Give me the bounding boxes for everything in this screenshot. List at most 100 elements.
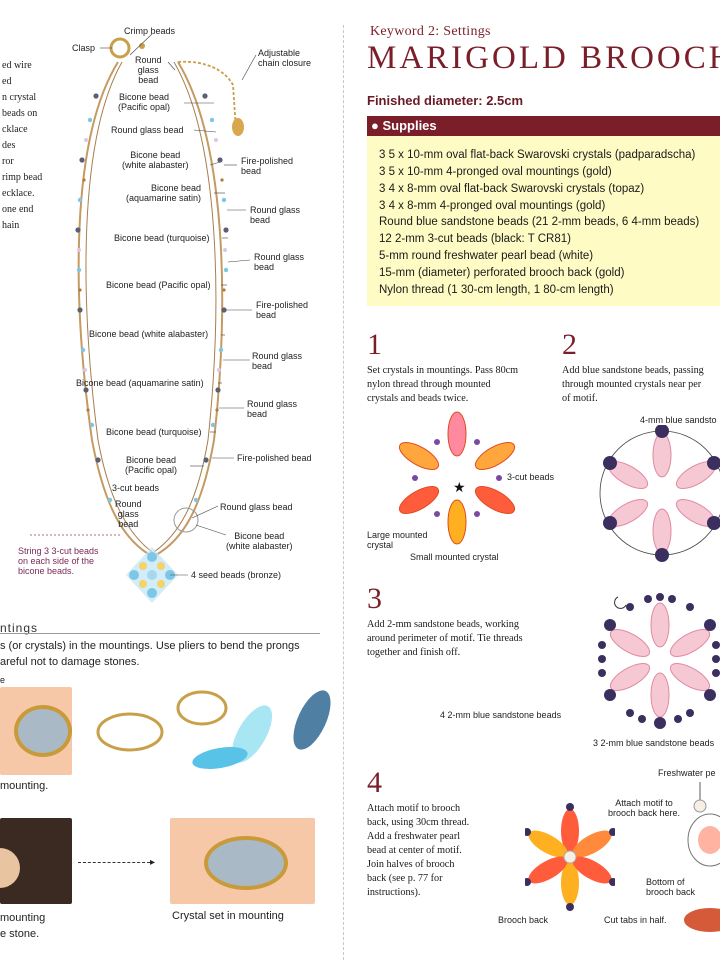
left-edge-line: n crystal <box>2 92 37 103</box>
label-line: Bicone bead <box>234 531 285 541</box>
label-bicone-pacific-1: Bicone bead (Pacific opal) <box>118 92 170 112</box>
label-4-2mm-blue: 4 2-mm blue sandstone beads <box>440 710 562 720</box>
step-1-text: Set crystals in mountings. Pass 80cm nyl… <box>367 364 547 406</box>
label-round-glass-1: Round glass bead <box>111 125 184 135</box>
label-line: Bicone bead <box>125 455 177 465</box>
supplies-bar <box>367 116 720 136</box>
left-edge-line: rimp bead <box>2 172 43 183</box>
label-line: Bicone bead <box>130 150 181 160</box>
keyword-label: Keyword 2: Settings <box>370 24 491 39</box>
settings-text-2: areful not to damage stones. <box>0 656 140 668</box>
label-round-glass-top: Round glass bead <box>135 55 162 85</box>
step-1-number: 1 <box>367 328 382 361</box>
label-line: glass <box>137 65 159 75</box>
step-2-number: 2 <box>562 328 577 361</box>
label-fire-polished-3: Fire-polished bead <box>237 453 312 463</box>
left-edge-line: ecklace. <box>2 188 35 199</box>
label-bicone-white-3: Bicone bead (white alabaster) <box>226 531 293 551</box>
brooch-side-diagram <box>684 782 720 932</box>
label-small-mounted: Small mounted crystal <box>410 552 499 562</box>
necklace-illustration <box>30 33 257 603</box>
settings-heading: ntings <box>0 621 39 635</box>
supply-item: 3 4 x 8-mm oval flat-back Swarovski crys… <box>379 183 645 195</box>
label-line: glass <box>117 509 139 519</box>
label-crimp-beads: Crimp beads <box>124 26 176 36</box>
label-line: Attach motif to <box>615 798 673 808</box>
label-bicone-aqua-2: Bicone bead (aquamarine satin) <box>76 378 204 388</box>
label-3-cut-beads-diagram: 3-cut beads <box>507 472 555 482</box>
left-edge-line: beads on <box>2 108 38 119</box>
step-line: Add a freshwater pearl <box>367 831 461 842</box>
note-line: String 3 3-cut beads <box>18 546 99 556</box>
label-line: Bottom of <box>646 877 685 887</box>
step-3-number: 3 <box>367 582 382 615</box>
step-3-diagram <box>598 593 720 729</box>
photo-crystal-set <box>170 818 315 904</box>
caption-mounting-2: mounting <box>0 912 46 924</box>
step-line: Join halves of brooch <box>367 859 455 870</box>
label-round-glass-r5: Round glass bead <box>220 502 293 512</box>
caption-stone: e stone. <box>0 928 40 940</box>
mounting-parts-illustration <box>96 690 331 769</box>
settings-tiny-label: e <box>0 675 6 685</box>
step-line: around perimeter of motif. Tie threads <box>367 633 523 644</box>
label-line: Round glass <box>250 205 301 215</box>
label-large-mounted: Large mounted crystal <box>367 530 428 550</box>
label-bicone-white-1: Bicone bead (white alabaster) <box>122 150 189 170</box>
left-edge-line: ed <box>2 76 12 87</box>
label-attach-motif: Attach motif to brooch back here. <box>608 798 680 818</box>
step-line: Add 2-mm sandstone beads, working <box>367 619 519 630</box>
label-line: bead <box>247 409 268 419</box>
caption-crystal-set: Crystal set in mounting <box>172 910 284 922</box>
left-edge-line: ed wire <box>2 60 32 71</box>
label-clasp: Clasp <box>72 43 96 53</box>
note-line: on each side of the <box>18 556 95 566</box>
supplies-label: ● Supplies <box>371 118 437 133</box>
label-line: (Pacific opal) <box>118 102 171 112</box>
label-seed-beads: 4 seed beads (bronze) <box>191 570 282 580</box>
label-round-glass-r1: Round glass bead <box>250 205 300 225</box>
label-line: bead <box>138 75 159 85</box>
label-line: (Pacific opal) <box>125 465 178 475</box>
label-bicone-turquoise-1: Bicone bead (turquoise) <box>114 233 210 243</box>
step-line: nylon thread through mounted <box>367 379 491 390</box>
label-line: Round <box>135 55 162 65</box>
label-round-glass-r3: Round glass bead <box>252 351 302 371</box>
supply-item: 3 4 x 8-mm 4-pronged oval mountings (gol… <box>379 200 606 212</box>
supply-item: 3 5 x 10-mm 4-pronged oval mountings (go… <box>379 166 612 178</box>
page-title: MARIGOLD BROOCH <box>367 40 720 76</box>
step-4-number: 4 <box>367 766 382 799</box>
finished-diameter: Finished diameter: 2.5cm <box>367 93 524 108</box>
step-line: Set crystals in mountings. Pass 80cm <box>367 365 519 376</box>
label-line: brooch back <box>646 887 696 897</box>
step-line: back (see p. 77 for <box>367 873 443 884</box>
photo-pliers <box>0 818 72 904</box>
label-line: bead <box>252 361 273 371</box>
step-4-text: Attach motif to brooch back, using 30cm … <box>367 802 507 900</box>
left-edge-line: hain <box>2 220 20 231</box>
step-line: through mounted crystals near per <box>562 379 702 390</box>
supply-item: 15-mm (diameter) perforated brooch back … <box>379 267 625 279</box>
label-line: Round glass <box>254 252 305 262</box>
label-round-glass-r4: Round glass bead <box>247 399 297 419</box>
label-bicone-turquoise-2: Bicone bead (turquoise) <box>106 427 202 437</box>
step-4-brooch-diagram <box>525 803 615 911</box>
label-bottom-back: Bottom of brooch back <box>646 877 695 897</box>
label-bicone-aqua-1: Bicone bead (aquamarine satin) <box>126 183 201 203</box>
label-line: chain closure <box>258 58 312 68</box>
left-edge-line: ror <box>2 156 14 167</box>
label-line: crystal <box>367 540 394 550</box>
label-line: (white alabaster) <box>122 160 189 170</box>
label-line: brooch back here. <box>608 808 681 818</box>
label-line: Round glass <box>247 399 298 409</box>
supply-item: 12 2-mm 3-cut beads (black: T CR81) <box>379 233 571 245</box>
arrow-line <box>78 862 150 863</box>
step-line: Attach motif to brooch <box>367 803 461 814</box>
left-edge-line: cklace <box>2 124 28 135</box>
label-line: bead <box>254 262 275 272</box>
page-divider <box>343 25 344 960</box>
step-1-diagram: ★ <box>398 411 516 545</box>
supplies-box <box>367 136 720 306</box>
label-3-cut-beads: 3-cut beads <box>112 483 160 493</box>
label-line: Fire-polished <box>241 156 294 166</box>
